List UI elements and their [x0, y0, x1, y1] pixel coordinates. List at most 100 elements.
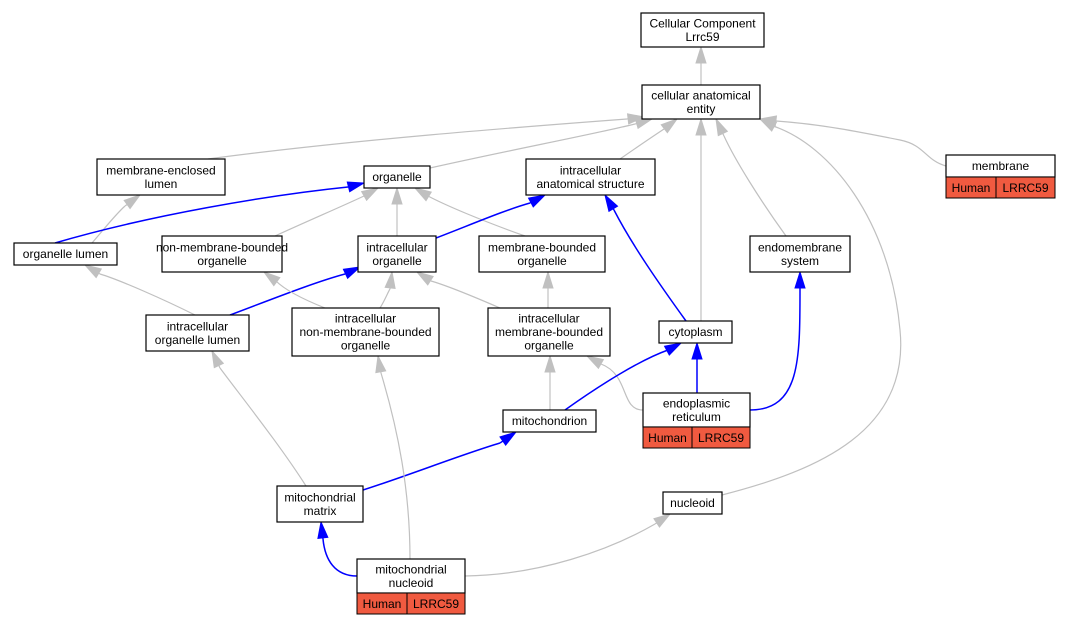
edge-er-to-endo [749, 270, 806, 411]
edge-line [54, 186, 349, 244]
edge-line [619, 128, 665, 160]
node-label-line: entity [687, 102, 716, 116]
node-box [487, 307, 611, 357]
arrow-head [695, 45, 707, 64]
node-box [662, 491, 723, 515]
arrow-head [375, 354, 387, 374]
edge-iol-to-olumen [83, 264, 196, 316]
node-label-line: non-membrane-bounded [156, 240, 288, 254]
node-box [291, 307, 440, 357]
arrow-head [342, 266, 362, 280]
node-cyto[interactable]: cytoplasm [658, 320, 733, 344]
edge-line [613, 209, 687, 322]
arrow-head [499, 431, 518, 447]
edge-inmbo-to-nmbo [262, 270, 326, 309]
arrow-head [83, 264, 103, 279]
node-label-line: intracellular [518, 312, 579, 326]
arrow-head [604, 193, 619, 213]
arrow-head [660, 117, 679, 134]
node-box [363, 165, 431, 189]
node-label-line: organelle [524, 339, 574, 353]
node-box [96, 158, 226, 196]
node-label-line: anatomical structure [536, 177, 644, 191]
edge-line [362, 442, 501, 491]
node-label-line: lumen [145, 177, 178, 191]
node-label-line: nucleoid [389, 576, 434, 590]
edge-io-to-organelle [391, 186, 403, 236]
node-label-line: membrane-bounded [495, 325, 603, 339]
edge-line [379, 288, 391, 309]
arrow-head [211, 349, 225, 369]
edge-mito-to-cyto [564, 342, 683, 411]
node-box [525, 158, 656, 196]
node-box [642, 392, 751, 428]
arrow-head [653, 513, 672, 528]
edge-inmbo-to-io [379, 270, 396, 309]
node-inmbo[interactable]: intracellularnon-membrane-boundedorganel… [291, 307, 440, 357]
edge-imbo-to-io [415, 271, 501, 309]
tag-gene: LRRC59 [1002, 181, 1048, 195]
node-label-line: Lrrc59 [685, 30, 719, 44]
annotation-tags: Human LRRC59 [945, 176, 1056, 199]
arrow-head [527, 194, 547, 208]
node-mito[interactable]: mitochondrion [502, 409, 597, 433]
edge-line [435, 202, 531, 239]
node-label-line: nucleoid [670, 496, 715, 510]
edge-io-to-ias [435, 194, 547, 239]
tag-species: Human [952, 181, 991, 195]
edge-mnuc-to-nucleoid [464, 513, 672, 577]
node-box [357, 235, 437, 273]
node-box [749, 235, 851, 273]
edge-mito-to-imbo [544, 354, 556, 410]
edge-line [749, 288, 801, 411]
edge-nmbo-to-organelle [274, 187, 380, 237]
arrow-head [663, 342, 683, 356]
edge-mbo-to-organelle [413, 187, 526, 237]
node-label-line: membrane [972, 159, 1030, 173]
edge-membrane-to-cae [758, 115, 947, 167]
node-box [641, 84, 761, 120]
edge-mmatrix-to-mito [362, 431, 518, 491]
node-nucleoid[interactable]: nucleoid [662, 491, 723, 515]
edge-olumen-to-organelle [54, 181, 366, 244]
arrow-head [585, 355, 605, 370]
node-olumen[interactable]: organelle lumen [13, 242, 118, 266]
node-label-line: membrane-enclosed [106, 163, 215, 177]
edge-line [429, 123, 636, 169]
node-label-line: intracellular [366, 240, 427, 254]
edge-line [721, 125, 902, 496]
arrow-head [691, 341, 703, 360]
arrow-head [715, 117, 729, 137]
edge-line [600, 363, 644, 411]
node-label-line: intracellular [167, 319, 228, 333]
edge-line [99, 273, 196, 316]
arrow-head [123, 194, 142, 210]
node-label-line: mitochondrial [284, 490, 355, 504]
node-organelle[interactable]: organelle [363, 165, 431, 189]
node-box [276, 485, 364, 523]
tag-cell [691, 426, 751, 449]
arrow-head [384, 270, 396, 290]
edge-er-to-imbo [585, 355, 644, 411]
arrow-head [758, 118, 778, 132]
edge-line [207, 118, 628, 160]
arrow-head [415, 271, 434, 286]
edge-line [427, 195, 526, 237]
edge-line [464, 523, 656, 577]
